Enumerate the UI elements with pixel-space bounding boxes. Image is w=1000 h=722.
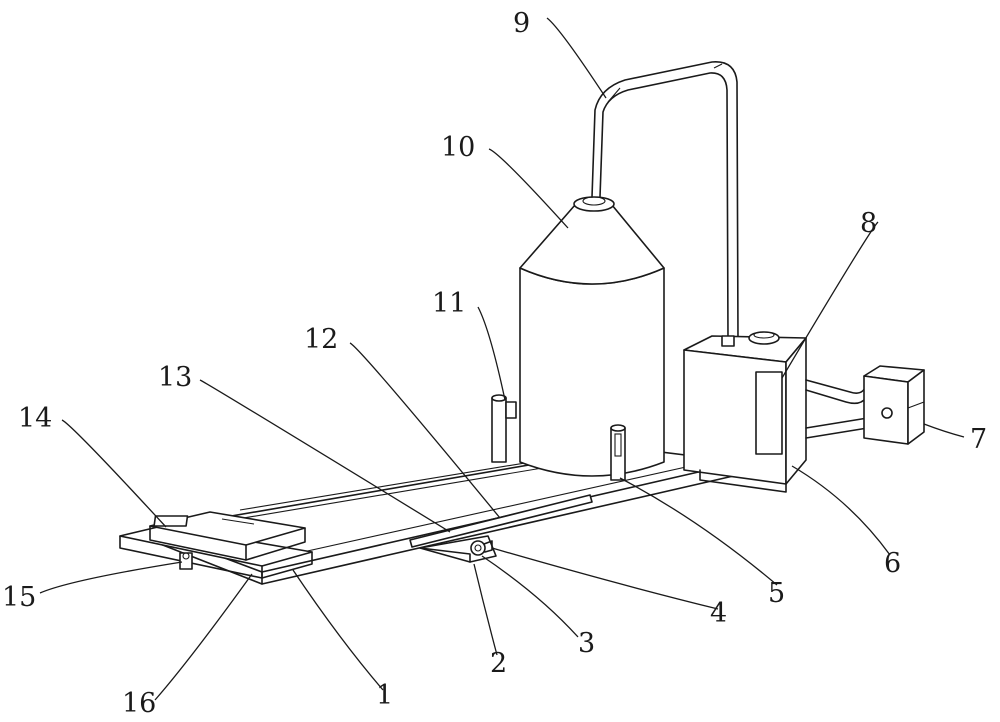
label-5: 5 [768,578,785,609]
labels: 9 10 8 11 12 13 14 15 16 1 2 3 4 5 6 7 [2,8,987,719]
label-9: 9 [513,8,530,39]
label-6: 6 [884,548,901,579]
label-12: 12 [304,324,338,355]
pump-unit [806,366,924,444]
label-1: 1 [376,680,393,711]
label-15: 15 [2,582,36,613]
label-11: 11 [432,288,466,319]
label-13: 13 [158,362,192,393]
label-8: 8 [860,208,877,239]
label-7: 7 [970,424,987,455]
label-16: 16 [122,688,156,719]
label-10: 10 [441,132,475,163]
label-3: 3 [578,628,595,659]
reservoir-box [684,332,806,492]
tank [520,197,664,476]
label-14: 14 [18,403,52,434]
label-2: 2 [490,648,507,679]
leader-lines [40,18,964,700]
label-4: 4 [710,598,727,629]
